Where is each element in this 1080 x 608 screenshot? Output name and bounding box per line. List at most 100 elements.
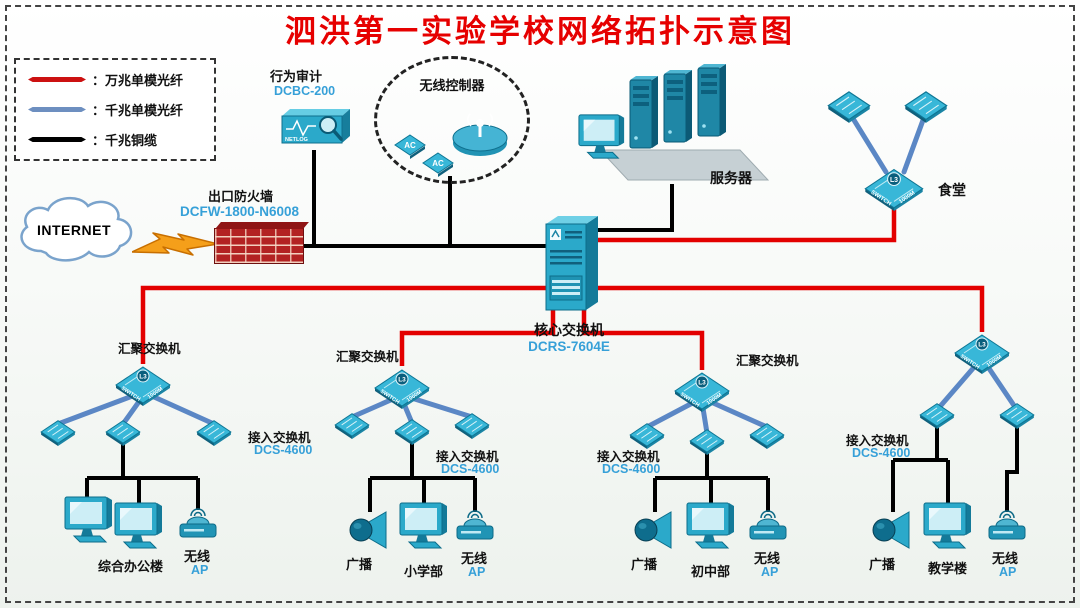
agg-switch-icon — [952, 326, 1012, 374]
link-caf-sw1 — [846, 109, 889, 175]
access-switch-model: DCS-4600 — [852, 446, 911, 460]
access-switch-label: 接入交换机 — [248, 431, 311, 445]
firewall-model: DCFW-1800-N6008 — [180, 204, 300, 219]
access-switch-icon — [104, 416, 142, 446]
ap-label-line1: 无线 — [754, 551, 781, 566]
firewall-label: 出口防火墙 — [208, 189, 274, 204]
core-switch-label: 核心交换机 — [534, 322, 604, 338]
broadcast-label: 广播 — [346, 557, 373, 572]
access-switch-icon — [628, 419, 666, 449]
link-core-agg1 — [140, 285, 548, 364]
firewall-device-icon — [214, 228, 304, 264]
ap-label-line2: AP — [999, 565, 1017, 579]
link-core-agg4 — [598, 285, 985, 332]
cafeteria-core-switch-icon — [862, 160, 926, 211]
cafeteria-label: 食堂 — [938, 182, 966, 198]
broadcast-speaker-icon — [871, 508, 913, 552]
pc-icon — [62, 494, 116, 546]
svg-text:AC: AC — [432, 159, 444, 168]
agg-switch-label: 汇聚交换机 — [118, 342, 181, 356]
wireless-controller-zone: 无线控制器 AC AC — [374, 56, 530, 184]
ap-label-line1: 无线 — [992, 551, 1019, 566]
ap-label-line2: AP — [761, 565, 779, 579]
access-switch-icon — [748, 419, 786, 449]
access-switch-icon — [393, 415, 431, 445]
legend-item-copper: ：千兆铜缆 — [28, 130, 204, 149]
wireless-ap-icon — [453, 509, 497, 545]
copper-links — [85, 150, 1019, 512]
wireless-ap-icon — [985, 509, 1029, 545]
internet-cloud: INTERNET — [8, 188, 140, 266]
wireless-ap-icon — [176, 507, 220, 543]
server-tower-icon — [629, 75, 659, 149]
broadcast-speaker-icon — [633, 508, 675, 552]
link-core-agg3 — [581, 305, 705, 370]
copper-drops-group3 — [653, 450, 770, 512]
fiber-10g-links — [140, 205, 985, 370]
broadcast-speaker-icon — [348, 508, 390, 552]
wire — [1005, 426, 1019, 512]
svg-text:NETLOG: NETLOG — [285, 137, 308, 143]
cloud-icon — [20, 197, 133, 262]
ap-label-line2: AP — [468, 565, 486, 579]
legend-item-1g: ：千兆单模光纤 — [28, 100, 204, 119]
copper-drops-group1 — [85, 442, 200, 510]
link-servers-core — [598, 184, 674, 232]
ap-label-line1: 无线 — [461, 551, 488, 566]
link-agg1-acc1 — [55, 389, 146, 427]
ap-label-line1: 无线 — [184, 549, 211, 564]
access-switch-model: DCS-4600 — [602, 462, 661, 476]
pc-icon — [684, 500, 738, 552]
core-switch-model: DCRS-7604E — [528, 339, 610, 354]
lightning-bolt-icon — [132, 232, 218, 256]
middle-school-label: 初中部 — [691, 564, 731, 579]
copper-drops-group4 — [891, 426, 1019, 512]
access-switch-icon — [195, 416, 233, 446]
pc-icon — [112, 500, 166, 552]
access-switch-model: DCS-4600 — [441, 462, 500, 476]
legend-label: ：万兆单模光纤 — [92, 73, 184, 88]
cafeteria-switch-icon — [826, 86, 872, 123]
access-switch-icon — [688, 425, 726, 455]
internet-label: INTERNET — [37, 222, 111, 238]
link-cafeteria-core — [598, 205, 897, 243]
access-switch-icon — [453, 409, 491, 439]
pc-icon — [921, 500, 975, 552]
broadcast-label: 广播 — [869, 557, 896, 572]
link-caf-sw2 — [901, 109, 929, 175]
cafeteria-switch-icon — [903, 86, 949, 123]
wireless-ap-icon — [746, 509, 790, 545]
agg-switch-label: 汇聚交换机 — [736, 354, 799, 368]
link-core-agg2 — [399, 305, 556, 366]
access-switch-label: 接入交换机 — [436, 450, 499, 464]
audit-label: 行为审计 — [270, 69, 323, 84]
ac-device-icon: AC — [422, 152, 454, 177]
legend: ：万兆单模光纤 ：千兆单模光纤 ：千兆铜缆 — [14, 58, 216, 161]
server-tower-icon — [697, 63, 727, 137]
pc-icon — [397, 500, 451, 552]
ap-label-line2: AP — [191, 563, 209, 577]
access-switch-icon — [998, 399, 1036, 429]
primary-school-label: 小学部 — [404, 564, 444, 579]
server-farm — [572, 54, 772, 186]
broadcast-label: 广播 — [631, 557, 658, 572]
legend-label: ：千兆铜缆 — [92, 133, 158, 148]
copper-line-sample — [28, 137, 86, 142]
wireless-controller-label: 无线控制器 — [419, 78, 485, 93]
legend-label: ：千兆单模光纤 — [92, 103, 184, 118]
page-title: 泗洪第一实验学校网络拓扑示意图 — [285, 14, 795, 49]
agg-switch-icon — [113, 358, 173, 406]
server-tower-icon — [663, 69, 693, 143]
access-switch-icon — [333, 409, 371, 439]
core-switch-icon — [534, 206, 604, 316]
agg-switch-icon — [672, 364, 732, 412]
svg-text:AC: AC — [404, 141, 416, 150]
teaching-building-label: 教学楼 — [928, 561, 968, 576]
office-building-label: 综合办公楼 — [98, 559, 164, 574]
wireless-controller-icon — [452, 113, 508, 156]
access-switch-label: 接入交换机 — [846, 434, 909, 448]
copper-drops-group2 — [368, 440, 477, 512]
agg-switch-label: 汇聚交换机 — [336, 350, 399, 364]
